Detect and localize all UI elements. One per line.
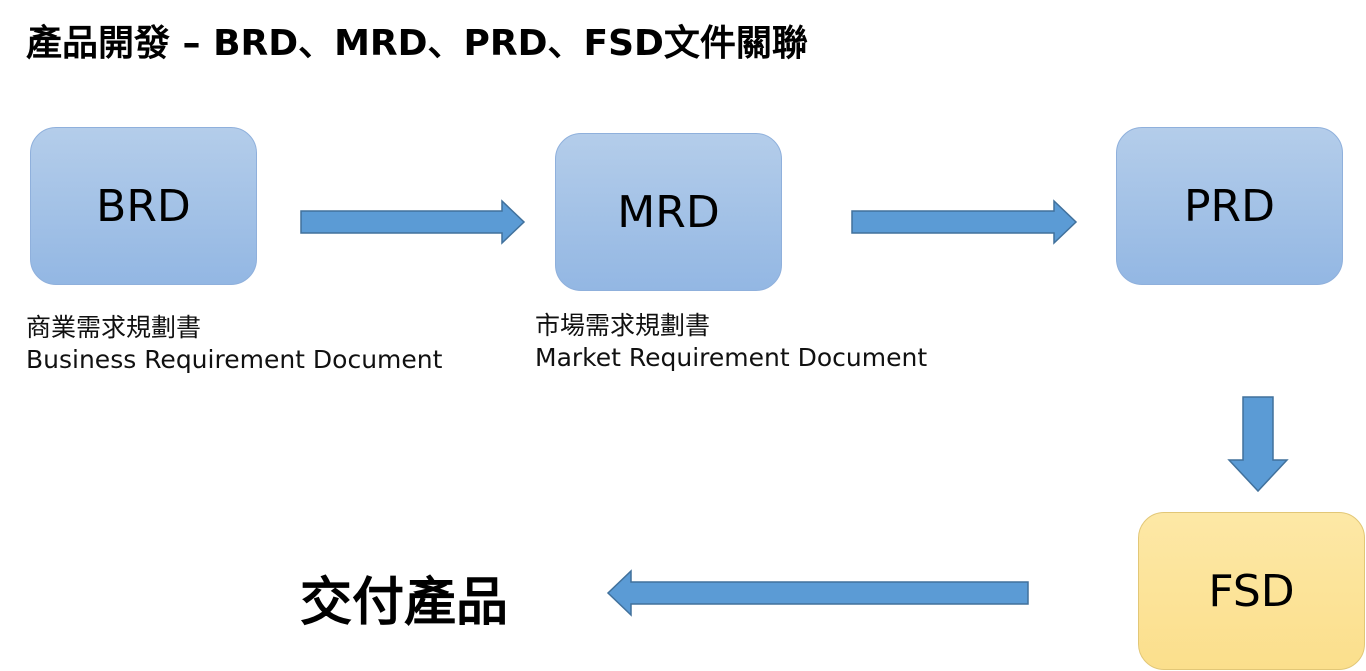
prd-box: PRD	[1116, 127, 1343, 285]
mrd-desc-zh: 市場需求規劃書	[535, 311, 711, 340]
arrow-fsd-to-delivery	[606, 569, 1029, 617]
fsd-box: FSD	[1138, 512, 1365, 670]
mrd-box: MRD	[555, 133, 782, 291]
fsd-label: FSD	[1208, 565, 1295, 617]
mrd-label: MRD	[617, 186, 720, 238]
arrow-mrd-to-prd	[851, 199, 1078, 245]
brd-label: BRD	[96, 180, 191, 232]
brd-desc-en: Business Requirement Document	[26, 345, 443, 374]
brd-description: 商業需求規劃書 Business Requirement Document	[26, 312, 442, 376]
mrd-description: 市場需求規劃書 Market Requirement Document	[535, 310, 927, 374]
mrd-desc-en: Market Requirement Document	[535, 343, 928, 372]
brd-desc-zh: 商業需求規劃書	[26, 313, 202, 342]
arrow-prd-to-fsd	[1227, 396, 1289, 493]
prd-label: PRD	[1184, 180, 1275, 232]
deliver-product-label: 交付產品	[300, 573, 509, 633]
arrow-brd-to-mrd	[300, 199, 526, 245]
diagram-title: 產品開發 – BRD、MRD、PRD、FSD文件關聯	[26, 23, 808, 64]
brd-box: BRD	[30, 127, 257, 285]
